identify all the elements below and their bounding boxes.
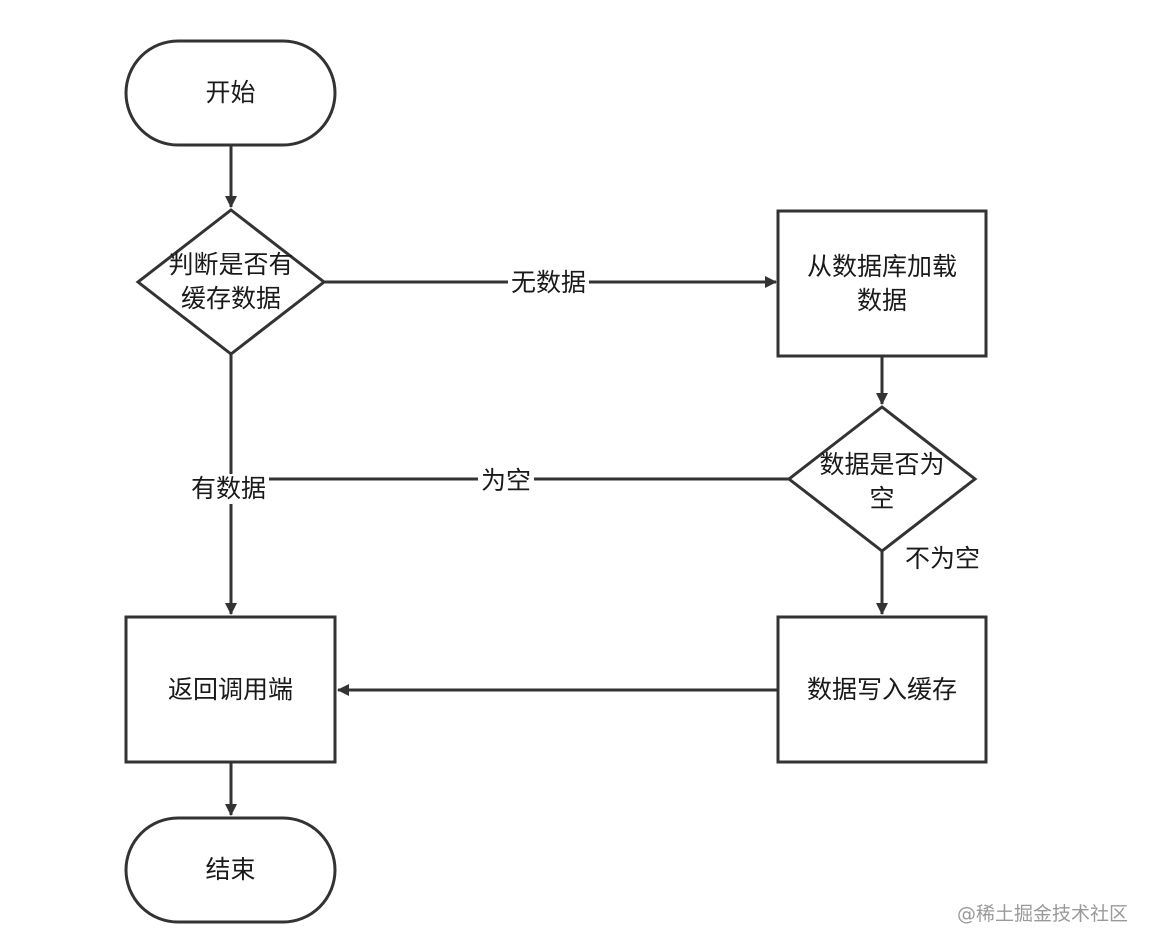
write-cache-label: 数据写入缓存	[806, 674, 957, 704]
return-caller-process	[124, 615, 337, 764]
not-empty-label: 不为空	[905, 544, 981, 573]
end-label: 结束	[205, 855, 256, 884]
has-data-label: 有数据	[188, 474, 270, 504]
load-db-label: 从数据库加载 数据	[806, 251, 957, 315]
is-empty-label: 为空	[478, 466, 535, 496]
no-data-label: 无数据	[508, 268, 590, 298]
return-caller-label: 返回调用端	[167, 674, 293, 704]
check-cache-label: 判断是否有 缓存数据	[168, 250, 294, 313]
check-empty-label: 数据是否为 空	[819, 450, 945, 513]
write-cache-process	[776, 615, 988, 764]
load-db-process	[776, 209, 988, 358]
watermark: @稀土掘金技术社区	[956, 903, 1128, 925]
end-terminal	[124, 816, 337, 924]
start-label: 开始	[205, 78, 256, 107]
